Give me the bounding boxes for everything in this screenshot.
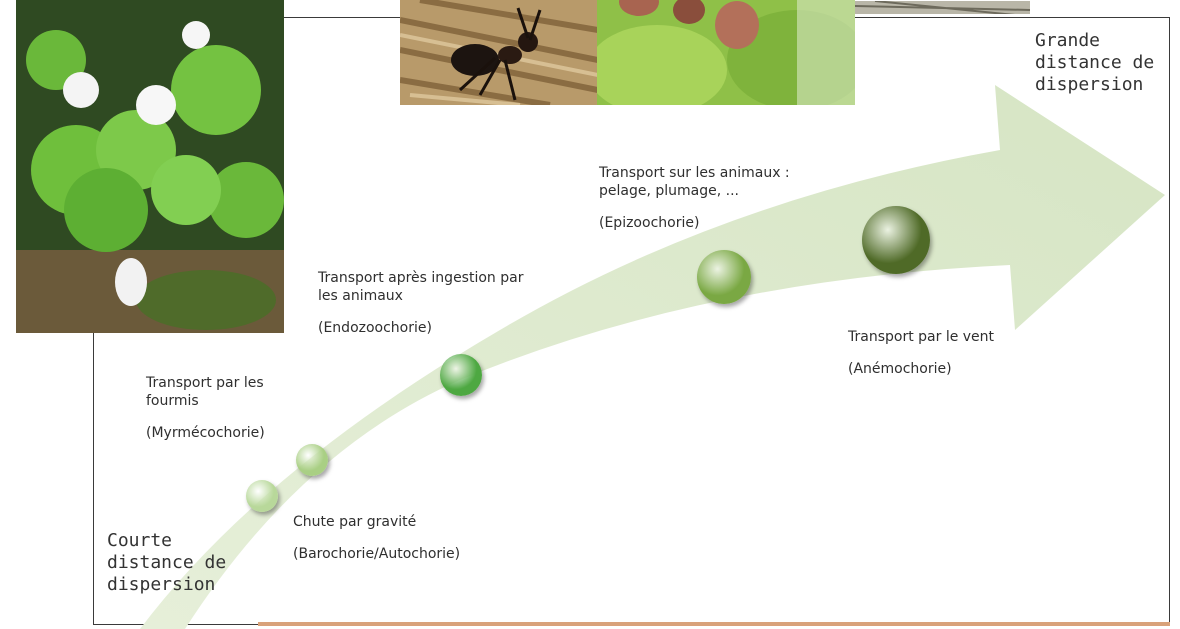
- berries-photo: [597, 0, 855, 105]
- long-distance-line: Grande: [1035, 30, 1154, 52]
- stage-dot-ingestion: [440, 354, 482, 396]
- stage-term: (Myrmécochorie): [146, 424, 265, 442]
- long-distance-line: dispersion: [1035, 74, 1154, 96]
- ant-photo: [400, 0, 598, 105]
- stage-label-ingestion: Transport après ingestion par les animau…: [318, 269, 523, 337]
- clover-flower-photo: [16, 0, 284, 333]
- stage-name: Transport par le vent: [848, 328, 994, 346]
- stage-dot-wind: [862, 206, 930, 274]
- stage-dot-gravity: [246, 480, 278, 512]
- dry-plant-photo: [855, 0, 1030, 14]
- stage-name: pelage, plumage, ...: [599, 182, 790, 200]
- stage-label-wind: Transport par le vent (Anémochorie): [848, 328, 994, 378]
- long-distance-line: distance de: [1035, 52, 1154, 74]
- stage-dot-fur: [697, 250, 751, 304]
- stage-dot-ants: [296, 444, 328, 476]
- short-distance-line: dispersion: [107, 574, 226, 596]
- long-distance-label: Grande distance de dispersion: [1035, 30, 1154, 96]
- stage-term: (Barochorie/Autochorie): [293, 545, 460, 563]
- short-distance-line: Courte: [107, 530, 226, 552]
- stage-label-ants: Transport par les fourmis (Myrmécochorie…: [146, 374, 265, 442]
- stage-name: Transport sur les animaux :: [599, 164, 790, 182]
- stage-name: Transport par les: [146, 374, 265, 392]
- stage-name: Transport après ingestion par: [318, 269, 523, 287]
- stage-label-fur: Transport sur les animaux : pelage, plum…: [599, 164, 790, 232]
- stage-name: Chute par gravité: [293, 513, 460, 531]
- stage-name: les animaux: [318, 287, 523, 305]
- stage-name: fourmis: [146, 392, 265, 410]
- short-distance-label: Courte distance de dispersion: [107, 530, 226, 596]
- stage-label-gravity: Chute par gravité (Barochorie/Autochorie…: [293, 513, 460, 563]
- stage-term: (Endozoochorie): [318, 319, 523, 337]
- stage-term: (Epizoochorie): [599, 214, 790, 232]
- short-distance-line: distance de: [107, 552, 226, 574]
- stage-term: (Anémochorie): [848, 360, 994, 378]
